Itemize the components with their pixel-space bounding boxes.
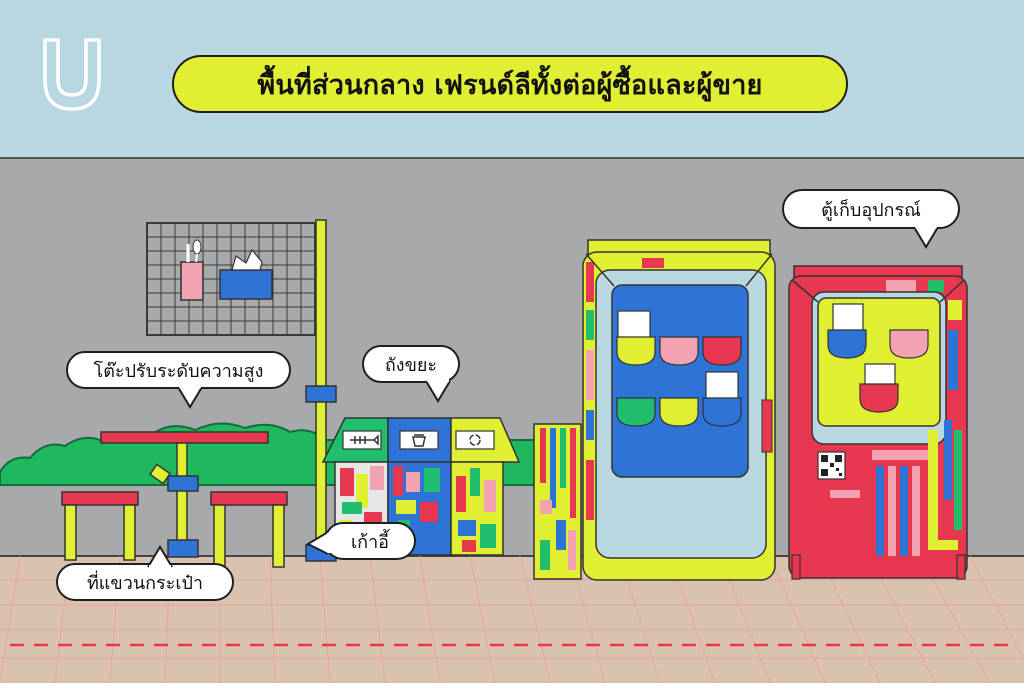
- yellow-locker-unit: [582, 239, 776, 581]
- stool-left: [61, 491, 139, 561]
- fish-bone-icon: [342, 430, 382, 450]
- tissue-box-icon: [219, 248, 273, 300]
- bubble-tail: [305, 531, 331, 555]
- label-chair-bubble: เก้าอี้: [305, 522, 416, 560]
- label-locker-text: ตู้เก็บอุปกรณ์: [821, 199, 921, 221]
- bubble-tail: [913, 224, 939, 249]
- trash-bin-icon: [399, 430, 439, 450]
- bubble-tail: [147, 545, 173, 569]
- label-chair-text: เก้าอี้: [351, 531, 389, 553]
- logo-u-icon: [43, 38, 101, 111]
- bin-patterns: [340, 466, 496, 552]
- label-bag-hook-bubble: ที่แขวนกระเป๋า: [56, 545, 234, 601]
- label-table-text: โต๊ะปรับระดับความสูง: [93, 360, 264, 382]
- label-bag-hook-text: ที่แขวนกระเป๋า: [86, 572, 204, 594]
- utensils-icon: [180, 239, 204, 301]
- label-bins-text: ถังขยะ: [384, 354, 438, 376]
- page-title: พื้นที่ส่วนกลาง เฟรนด์ลีทั้งต่อผู้ซื้อแล…: [172, 55, 848, 113]
- bubble-tail: [177, 384, 203, 409]
- recycle-icon: [455, 430, 495, 450]
- label-bins-bubble: ถังขยะ: [362, 345, 460, 403]
- small-striped-cabinet: [533, 423, 582, 580]
- label-locker-bubble: ตู้เก็บอุปกรณ์: [782, 189, 960, 249]
- qr-code-icon: [817, 451, 846, 480]
- red-equipment-cabinet: [788, 265, 968, 580]
- adjustable-table: [100, 431, 269, 558]
- bubble-tail: [425, 378, 451, 403]
- label-table-bubble: โต๊ะปรับระดับความสูง: [66, 351, 291, 409]
